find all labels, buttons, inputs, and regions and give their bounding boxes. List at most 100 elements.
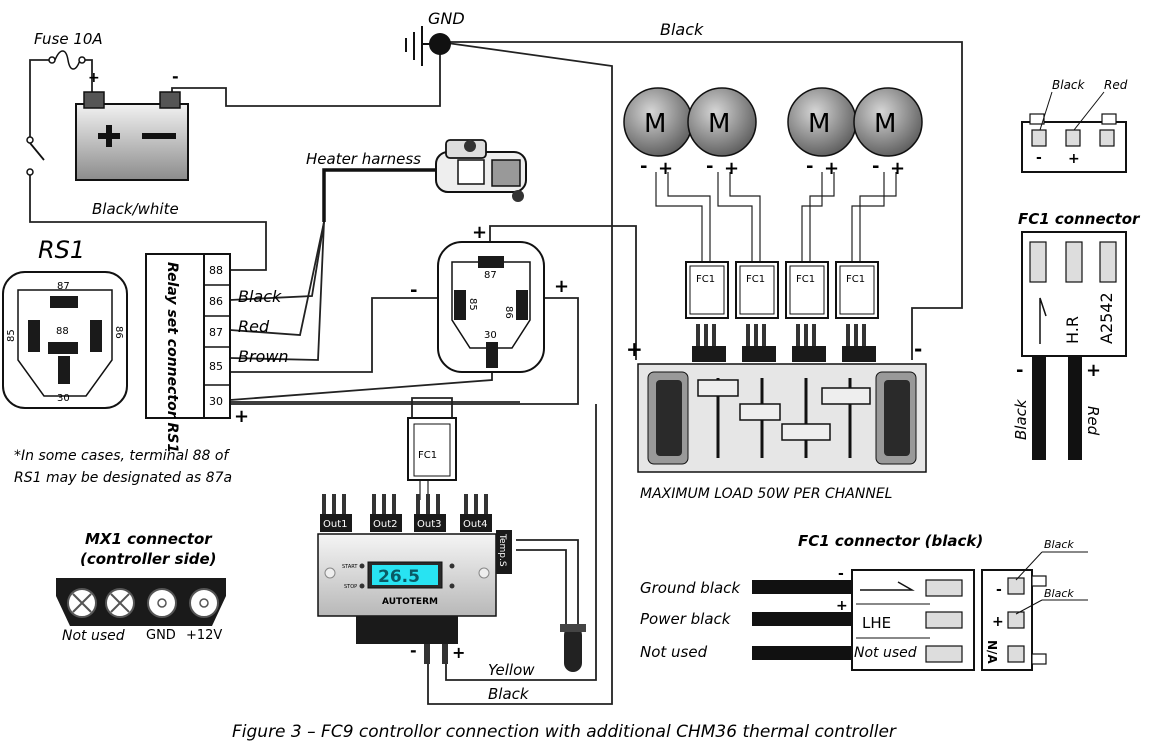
rs1-pin-87: 87	[57, 281, 70, 292]
svg-text:+: +	[1086, 360, 1101, 381]
battery: + -	[75, 67, 189, 181]
gnd-symbol: GND	[405, 9, 465, 66]
fc1-connector-black: FC1 connector (black) Ground black Power…	[640, 532, 1088, 671]
motor-1: M - +	[623, 87, 693, 179]
battery-minus-label: -	[172, 67, 179, 86]
fc1-right-red: Red	[1084, 406, 1102, 436]
max-load-label: MAXIMUM LOAD 50W PER CHANNEL	[640, 486, 892, 502]
out2-label: Out2	[373, 519, 398, 530]
black-bottom-label: Black	[488, 685, 530, 703]
terminal-30-plus: +	[234, 406, 249, 427]
controller: Out1 Out2 Out3 Out4 Temp.S 26.5 START ST…	[317, 494, 512, 664]
relay-set-label: Relay set connector RS1	[164, 262, 180, 453]
display	[372, 565, 438, 585]
tr-black-label: Black	[1052, 78, 1086, 92]
yellow-label: Yellow	[488, 661, 535, 679]
svg-text:+: +	[452, 643, 465, 662]
power-panel: + -	[626, 337, 927, 473]
fuse: Fuse 10A	[34, 30, 103, 70]
temp-port-label: Temp.S	[497, 533, 507, 567]
svg-text:M: M	[708, 109, 730, 139]
terminal-86: 86	[209, 295, 223, 308]
svg-text:+: +	[992, 614, 1004, 630]
svg-text:-: -	[640, 156, 647, 177]
out4-label: Out4	[463, 519, 488, 530]
terminal-85: 85	[209, 360, 223, 373]
fc1-right-black: Black	[1012, 398, 1030, 440]
svg-text:+: +	[658, 158, 673, 179]
fc1-controller-plug: FC1	[407, 417, 457, 481]
fc1-hr: H.R	[1063, 316, 1082, 344]
mx1-gnd: GND	[146, 628, 176, 643]
switch	[26, 136, 45, 176]
relay-pin-30: 30	[484, 330, 497, 341]
stop-button	[359, 583, 365, 589]
wire-red-label: Red	[238, 317, 270, 336]
controller-brand: AUTOTERM	[382, 597, 438, 607]
mx1-connector: MX1 connector (controller side) Not used…	[56, 530, 226, 644]
fc1-connector-right: FC1 connector H.R A2542 - + Black Red	[1012, 210, 1141, 460]
svg-text:+: +	[836, 598, 848, 614]
out4-plug	[460, 514, 492, 532]
svg-text:+: +	[824, 158, 839, 179]
out2-plug	[370, 514, 402, 532]
fc1b-row-ground: Ground black	[640, 579, 741, 597]
svg-text:+: +	[890, 158, 905, 179]
wire-black-label: Black	[238, 287, 282, 306]
tr-red-label: Red	[1104, 78, 1128, 92]
heater-icon	[435, 139, 527, 202]
fuse-label: Fuse 10A	[34, 30, 103, 48]
fc1-black-title: FC1 connector (black)	[798, 532, 983, 550]
gnd-label: GND	[428, 9, 465, 28]
fc1b-row-power: Power black	[640, 610, 732, 628]
black-top-label: Black	[660, 20, 704, 39]
svg-text:-: -	[838, 566, 844, 582]
center-relay: 87 85 86 30 + - +	[410, 222, 569, 373]
fc1-panel-3: FC1	[796, 274, 815, 285]
rs1-relay-icon: RS1 87 88 30 85 86	[2, 236, 128, 409]
svg-text:-: -	[872, 156, 879, 177]
fc1-panel-plugs: FC1 FC1 FC1 FC1	[685, 261, 879, 319]
mx1-title-1: MX1 connector	[85, 530, 213, 548]
svg-text:+: +	[472, 222, 487, 243]
out1-plug	[320, 514, 352, 532]
fc1b-lhe: LHE	[862, 614, 891, 632]
rs1-pin-85: 85	[6, 329, 17, 342]
svg-text:M: M	[874, 109, 896, 139]
out1-label: Out1	[323, 519, 348, 530]
rs1-pin-88: 88	[56, 326, 69, 337]
mx1-not-used: Not used	[62, 628, 125, 644]
out3-label: Out3	[417, 519, 442, 530]
fc1b-row-notused: Not used	[640, 643, 708, 661]
svg-text:+: +	[1068, 151, 1080, 167]
rs1-title: RS1	[38, 236, 85, 264]
relay-pin-86: 86	[503, 306, 514, 319]
svg-text:M: M	[644, 109, 666, 139]
svg-text:-: -	[706, 156, 713, 177]
out3-plug	[414, 514, 446, 532]
svg-text:-: -	[996, 582, 1002, 598]
display-text: 26.5	[378, 567, 420, 587]
wires	[29, 41, 963, 705]
temp-port	[496, 530, 512, 574]
terminal-30: 30	[209, 395, 223, 408]
fc1-panel-1: FC1	[696, 274, 715, 285]
panel-pins	[692, 324, 876, 362]
fc1-a2542: A2542	[1097, 292, 1116, 344]
fc1-panel-4: FC1	[846, 274, 865, 285]
rs1-pin-86: 86	[113, 326, 124, 339]
relay-pin-85: 85	[467, 298, 478, 311]
motor-2: M - +	[687, 87, 757, 179]
fc1-controller-label: FC1	[418, 450, 437, 461]
terminal-88: 88	[209, 264, 223, 277]
fc1b-na: N/A	[985, 640, 999, 664]
motors: M - + M - + M - + M - +	[623, 87, 923, 179]
fc1b-black-1: Black	[1044, 538, 1074, 551]
terminal-87: 87	[209, 326, 223, 339]
svg-text:-: -	[914, 337, 922, 361]
fc1-panel-2: FC1	[746, 274, 765, 285]
svg-text:-: -	[1036, 150, 1042, 166]
svg-text:-: -	[410, 280, 417, 301]
